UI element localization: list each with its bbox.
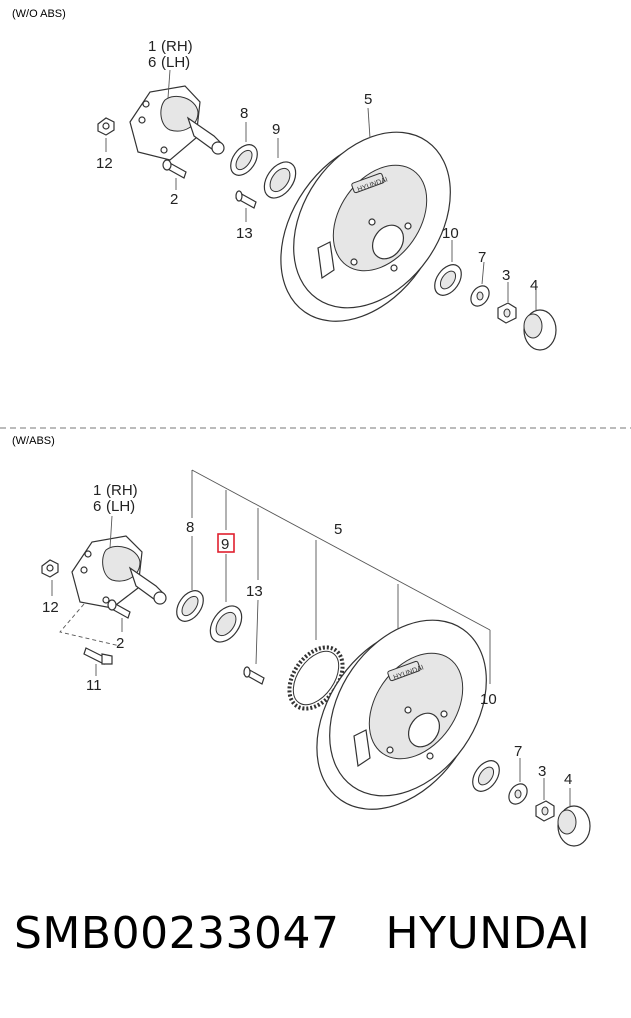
section-label-with-abs: (W/ABS) [12, 435, 55, 447]
bolt-2-top [162, 159, 187, 179]
label-part-12-top: 12 [96, 155, 113, 172]
label-part-9-top: 9 [272, 121, 280, 138]
bearing-10-top [434, 264, 462, 296]
seal-8-bottom [176, 590, 204, 622]
label-part-8-top: 8 [240, 105, 248, 122]
label-part-12-bottom: 12 [42, 599, 59, 616]
label-lh-bottom: (LH) [106, 498, 135, 515]
label-part-6: 6 [148, 54, 156, 71]
seal-8-top [230, 144, 258, 176]
label-rh-bottom: (RH) [106, 482, 138, 499]
brand-name: HYUNDAI [385, 908, 591, 959]
bolt-2-bottom [107, 599, 131, 619]
label-lh: (LH) [161, 54, 190, 71]
label-rh: (RH) [161, 38, 193, 55]
brake-drum-bottom: HYUNDAI [316, 619, 487, 810]
label-part-10-bottom: 10 [480, 691, 497, 708]
knuckle-assembly-top [129, 85, 225, 161]
washer-7-top [470, 285, 490, 307]
nut-12-bottom [41, 559, 59, 578]
label-part-3-top: 3 [502, 267, 510, 284]
cap-4-top [523, 309, 557, 351]
nut-3-bottom [535, 800, 555, 822]
label-part-3-bottom: 3 [538, 763, 546, 780]
label-part-11: 11 [86, 677, 102, 694]
brake-drum-top: HYUNDAI [280, 131, 451, 322]
label-part-1-bottom: 1 [93, 482, 101, 499]
nut-3-top [497, 302, 517, 324]
label-part-5-top: 5 [364, 91, 372, 108]
label-part-2-bottom: 2 [116, 635, 124, 652]
bolt-11 [83, 647, 113, 665]
label-part-5-bottom: 5 [334, 521, 342, 538]
washer-7-bottom [508, 783, 528, 805]
stud-13-bottom [243, 666, 265, 685]
label-part-7-bottom: 7 [514, 743, 522, 760]
bearing-10-bottom [472, 760, 500, 792]
label-part-4-top: 4 [530, 277, 538, 294]
label-part-13-top: 13 [236, 225, 253, 242]
label-part-10-top: 10 [442, 225, 459, 242]
part-number: SMB00233047 [14, 908, 340, 959]
nut-12-top [97, 117, 115, 136]
label-part-6-bottom: 6 [93, 498, 101, 515]
highlight-box-part-9 [217, 533, 235, 553]
footer-caption: SMB00233047 HYUNDAI [14, 908, 624, 959]
section-label-without-abs: (W/O ABS) [12, 8, 66, 20]
knuckle-assembly-bottom [71, 535, 167, 609]
label-part-9-bottom: 9 [221, 536, 229, 553]
label-part-13-bottom: 13 [246, 583, 263, 600]
label-part-7-top: 7 [478, 249, 486, 266]
label-part-4-bottom: 4 [564, 771, 572, 788]
label-part-8-bottom: 8 [186, 519, 194, 536]
stud-13-top [235, 190, 257, 209]
cap-4-bottom [557, 805, 591, 847]
bearing-9-top [263, 161, 297, 199]
label-part-1: 1 [148, 38, 156, 55]
bearing-9-bottom [209, 605, 243, 643]
label-part-2-top: 2 [170, 191, 178, 208]
